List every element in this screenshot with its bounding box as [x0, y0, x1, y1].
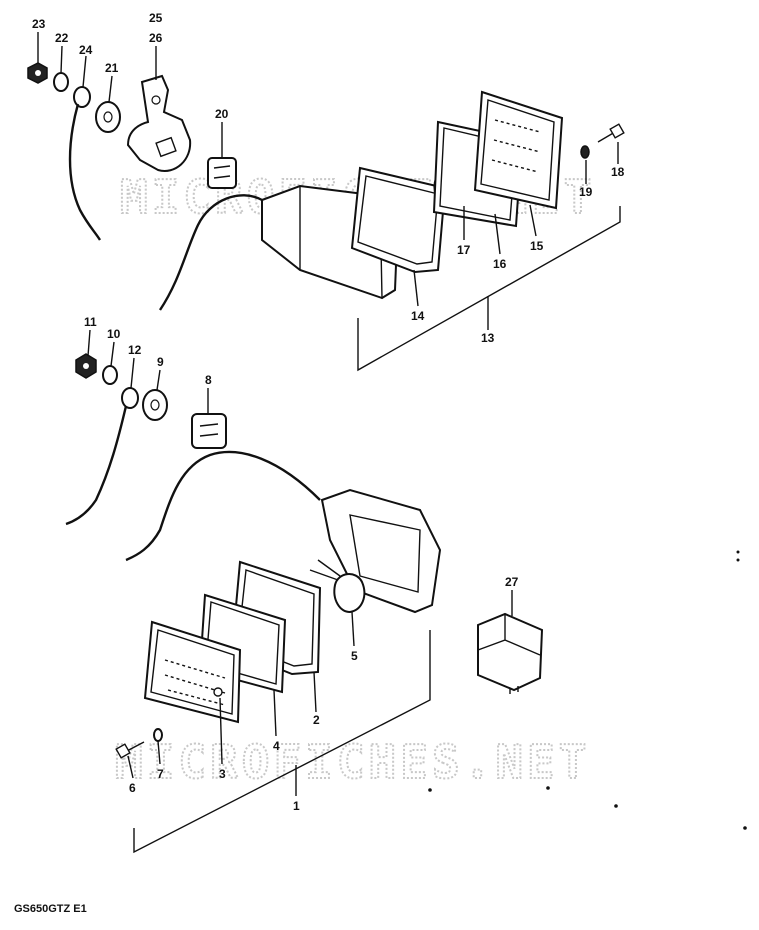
callout-16: 16	[493, 257, 507, 271]
watermark-bottom: MICROFICHES.NET	[115, 735, 590, 789]
top-assembly	[27, 62, 625, 372]
callout-23: 23	[32, 17, 46, 31]
callout-18: 18	[611, 165, 625, 179]
callout-17: 17	[457, 243, 471, 257]
leader-lines	[37, 32, 619, 796]
callout-9: 9	[157, 355, 164, 369]
callout-21: 21	[105, 61, 119, 75]
callout-27: 27	[505, 575, 519, 589]
callout-20: 20	[215, 107, 229, 121]
model-code: GS650GTZ E1	[14, 903, 87, 915]
washer-7	[153, 728, 163, 742]
callout-4: 4	[273, 739, 280, 753]
callout-19: 19	[579, 185, 593, 199]
connector-20	[207, 157, 237, 189]
bottom-assembly	[115, 488, 747, 854]
middle-hardware	[65, 353, 321, 562]
washer-24	[73, 86, 91, 108]
gasket-14	[350, 166, 447, 274]
callout-6: 6	[129, 781, 136, 795]
connector-8	[191, 413, 227, 449]
callout-12: 12	[128, 343, 142, 357]
callout-25: 25	[149, 11, 163, 25]
signal-wire-top	[159, 194, 263, 311]
callout-10: 10	[107, 327, 121, 341]
callout-22: 22	[55, 31, 69, 45]
callout-26: 26	[149, 31, 163, 45]
callout-labels: 23 22 24 21 25 26 20 18 19 17 16 15 14 1…	[32, 11, 625, 813]
group-bracket-1	[133, 630, 431, 854]
lock-washer-22	[53, 72, 69, 92]
washer-19	[580, 145, 590, 159]
callout-1: 1	[293, 799, 300, 813]
callout-15: 15	[530, 239, 544, 253]
callout-7: 7	[157, 767, 164, 781]
ground-wire-middle	[65, 405, 128, 526]
callout-24: 24	[79, 43, 93, 57]
group-bracket-13	[357, 206, 621, 372]
callout-5: 5	[351, 649, 358, 663]
ground-wire-top	[68, 103, 102, 241]
callout-3: 3	[219, 767, 226, 781]
callout-14: 14	[411, 309, 425, 323]
washer-12	[121, 387, 139, 409]
callout-2: 2	[313, 713, 320, 727]
bulb-5	[333, 573, 366, 614]
callout-13: 13	[481, 331, 495, 345]
signal-wire-bottom	[125, 450, 321, 562]
bracket-25-26	[126, 74, 192, 172]
lock-washer-10	[102, 365, 118, 385]
callout-11: 11	[84, 315, 97, 329]
callout-8: 8	[205, 373, 212, 387]
